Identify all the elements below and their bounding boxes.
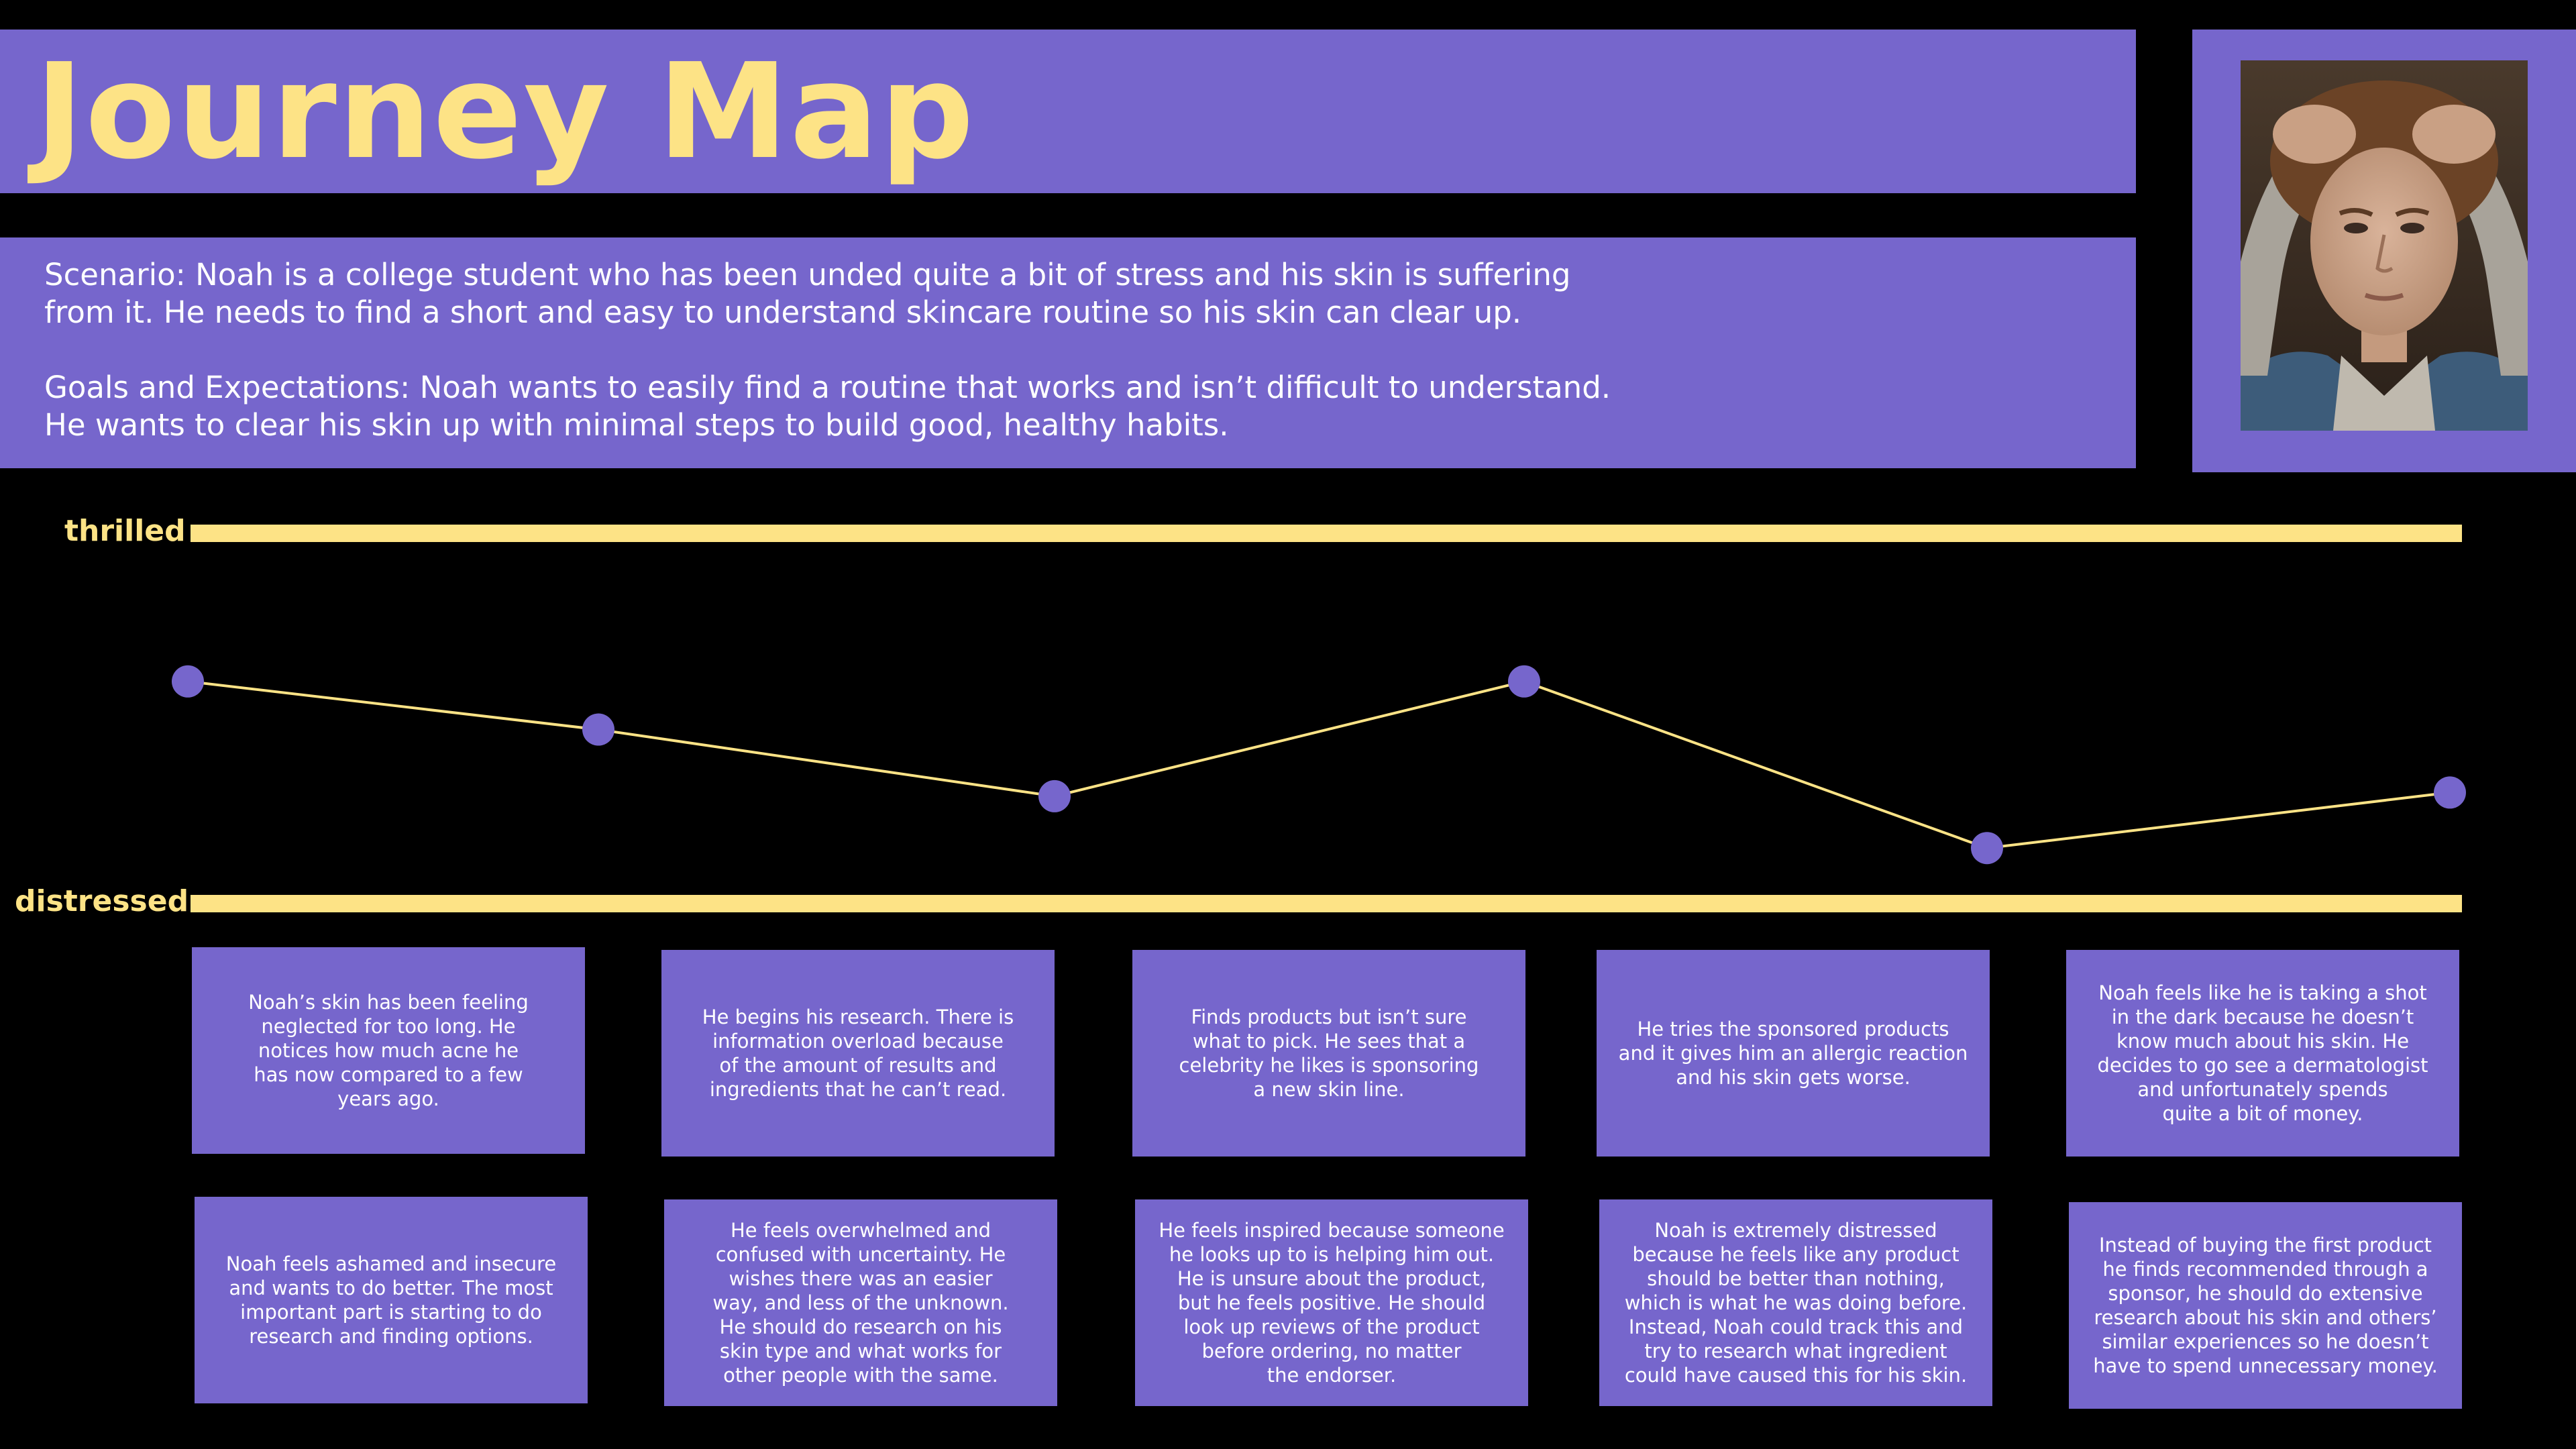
action-card-text: Noah’s skin has been feeling neglected f… bbox=[248, 991, 529, 1110]
thought-card-text: Noah feels ashamed and insecure and want… bbox=[225, 1252, 557, 1348]
emotion-points bbox=[172, 665, 2466, 865]
goals-paragraph: Goals and Expectations: Noah wants to ea… bbox=[44, 370, 1611, 443]
scenario-paragraph: Scenario: Noah is a college student who … bbox=[44, 257, 1571, 330]
persona-photo-frame bbox=[2192, 30, 2576, 472]
action-card-1: Noah’s skin has been feeling neglected f… bbox=[192, 947, 585, 1154]
emotion-point-4 bbox=[1508, 665, 1540, 698]
action-card-3: Finds products but isn’t sure what to pi… bbox=[1132, 950, 1525, 1157]
thought-card-text: Noah is extremely distressed because he … bbox=[1624, 1219, 1968, 1387]
emotion-point-6 bbox=[2434, 776, 2466, 809]
thought-card-2: He feels overwhelmed and confused with u… bbox=[664, 1199, 1057, 1406]
thought-card-text: He feels inspired because someone he loo… bbox=[1159, 1219, 1505, 1387]
emotion-point-5 bbox=[1971, 832, 2003, 865]
mood-label-thrilled: thrilled bbox=[64, 514, 186, 548]
thrilled-baseline bbox=[191, 525, 2462, 542]
action-card-text: Noah feels like he is taking a shot in t… bbox=[2097, 981, 2428, 1125]
action-card-4: He tries the sponsored products and it g… bbox=[1597, 950, 1990, 1157]
scenario-panel: Scenario: Noah is a college student who … bbox=[0, 237, 2136, 468]
scenario-text: Scenario: Noah is a college student who … bbox=[44, 256, 2110, 444]
emotion-point-2 bbox=[582, 713, 614, 746]
emotion-point-1 bbox=[172, 665, 204, 698]
action-card-5: Noah feels like he is taking a shot in t… bbox=[2066, 950, 2459, 1157]
person-photo-icon bbox=[2241, 60, 2528, 431]
action-card-2: He begins his research. There is informa… bbox=[661, 950, 1055, 1157]
thought-card-3: He feels inspired because someone he loo… bbox=[1135, 1199, 1528, 1406]
distressed-baseline bbox=[191, 895, 2462, 912]
emotion-point-3 bbox=[1038, 780, 1071, 812]
thought-card-5: Instead of buying the first product he f… bbox=[2069, 1202, 2462, 1409]
mood-label-distressed: distressed bbox=[15, 884, 189, 918]
action-card-text: He tries the sponsored products and it g… bbox=[1618, 1018, 1968, 1089]
action-card-text: Finds products but isn’t sure what to pi… bbox=[1179, 1006, 1479, 1101]
action-card-text: He begins his research. There is informa… bbox=[702, 1006, 1014, 1101]
thought-card-1: Noah feels ashamed and insecure and want… bbox=[195, 1197, 588, 1403]
emotion-line bbox=[187, 680, 2451, 850]
thought-card-text: He feels overwhelmed and confused with u… bbox=[712, 1219, 1009, 1387]
thought-card-text: Instead of buying the first product he f… bbox=[2093, 1234, 2438, 1377]
title-banner: Journey Map bbox=[0, 30, 2136, 193]
thought-card-4: Noah is extremely distressed because he … bbox=[1599, 1199, 1992, 1406]
page-title: Journey Map bbox=[35, 36, 975, 189]
